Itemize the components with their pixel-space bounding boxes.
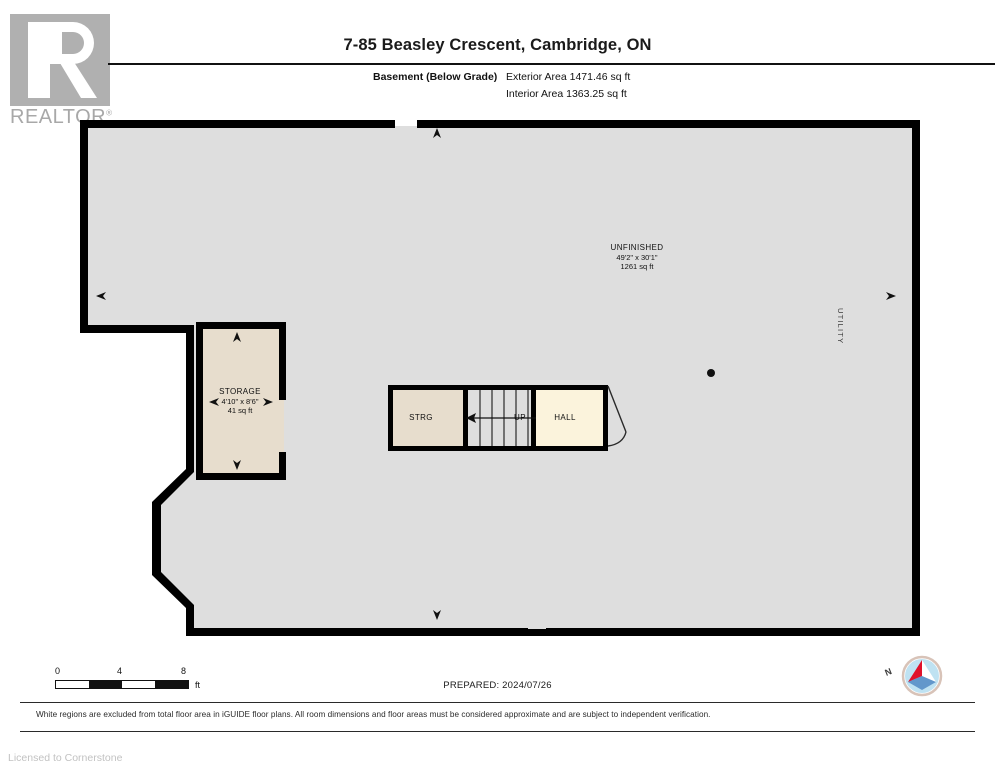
door-swing-icon (607, 385, 627, 447)
scale-seg-3 (122, 681, 155, 688)
exterior-walls (80, 120, 920, 636)
scale-tick-4: 4 (117, 666, 123, 676)
interior-area-label: Interior Area 1363.25 sq ft (506, 88, 627, 100)
storage-room (196, 322, 287, 480)
floor-label: Basement (Below Grade) (373, 71, 498, 83)
scale-seg-4 (155, 681, 188, 688)
prepared-date: PREPARED: 2024/07/26 (443, 680, 552, 691)
compass-rose: N (880, 652, 944, 700)
compass-needle-red (908, 660, 922, 682)
scale-seg-1 (56, 681, 89, 688)
scale-bar-graphic (55, 680, 189, 689)
page-title: 7-85 Beasley Crescent, Cambridge, ON (343, 36, 652, 54)
scale-unit-label: ft (195, 680, 201, 690)
center-core (388, 385, 608, 451)
realtor-r-stem (28, 22, 50, 98)
bottom-wall-notch (528, 620, 546, 629)
scale-tick-8: 8 (181, 666, 187, 676)
registered-mark: ® (106, 108, 113, 118)
disclaimer-divider-top (20, 702, 975, 703)
exterior-area-label: Exterior Area 1471.46 sq ft (506, 71, 631, 83)
scale-bar: 0 4 8 ft (55, 666, 205, 698)
strg-room-fill (393, 390, 463, 446)
stair-up-arrow (466, 413, 536, 423)
dimension-arrows (96, 128, 896, 620)
unfinished-area-fill (88, 128, 912, 628)
realtor-r-bowl-hole (62, 32, 84, 54)
scale-tick-0: 0 (55, 666, 61, 676)
scale-seg-2 (89, 681, 122, 688)
compass-needle-white (922, 660, 936, 682)
disclaimer-divider-bottom (20, 731, 975, 732)
licensed-to-text: Licensed to Cornerstone (8, 752, 123, 764)
realtor-logo-block (10, 14, 110, 106)
utility-label: UTILITY (836, 308, 845, 345)
header-subinfo: Basement (Below Grade) Exterior Area 147… (0, 69, 995, 103)
column-marker (707, 369, 715, 377)
compass-needle-blue (908, 676, 936, 690)
top-wall-notch (395, 120, 417, 129)
hall-room-fill (536, 390, 603, 446)
disclaimer-text: White regions are excluded from total fl… (36, 710, 711, 719)
header-divider (108, 63, 995, 65)
scale-bar-ticks: 0 4 8 (55, 666, 195, 679)
